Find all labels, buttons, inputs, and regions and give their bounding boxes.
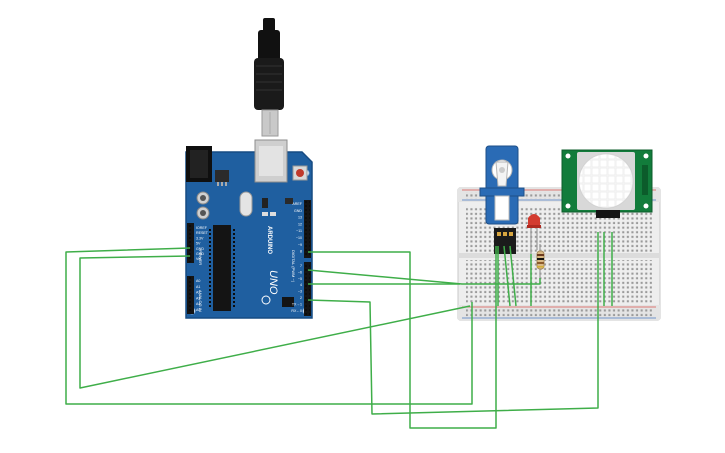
arduino-brand-label: ARDUINO bbox=[266, 226, 272, 254]
digital-header-bottom[interactable] bbox=[304, 262, 311, 316]
digital-header-top[interactable] bbox=[304, 200, 311, 258]
analog-header[interactable] bbox=[187, 276, 194, 314]
pin-label: A1 bbox=[196, 285, 200, 289]
red-led-icon[interactable] bbox=[527, 214, 541, 254]
wire-5v[interactable] bbox=[65, 247, 473, 405]
pin-label: ~6 bbox=[298, 270, 302, 274]
pin-label: A2 bbox=[196, 291, 200, 295]
voltage-regulator bbox=[215, 170, 229, 182]
wire-group bbox=[65, 232, 613, 429]
pin-label: GND bbox=[196, 247, 204, 251]
micro-servo-icon[interactable] bbox=[479, 145, 525, 254]
pin-label: ~9 bbox=[298, 243, 302, 247]
atmega-chip-icon bbox=[209, 225, 235, 311]
pin-label: 8 bbox=[300, 250, 302, 254]
pin-label: A0 bbox=[196, 279, 200, 283]
pin-label: ~10 bbox=[296, 236, 302, 240]
pin-label: A4 bbox=[196, 302, 200, 306]
pin-label: 7 bbox=[300, 264, 302, 268]
pin-label: A3 bbox=[196, 296, 200, 300]
reset-button-icon[interactable] bbox=[292, 165, 308, 181]
pin-label: GND bbox=[196, 252, 204, 256]
power-header[interactable] bbox=[187, 223, 194, 263]
wire-pin9[interactable] bbox=[308, 246, 497, 429]
arduino-model-label: UNO bbox=[267, 270, 279, 295]
pin-label: Vin bbox=[196, 257, 201, 261]
pin-label: 13 bbox=[298, 216, 302, 220]
pin-label: ~11 bbox=[296, 229, 302, 233]
jumper-servo-3[interactable] bbox=[509, 245, 517, 307]
crystal bbox=[239, 191, 253, 217]
wire-pin7[interactable] bbox=[307, 269, 541, 285]
pir-motion-sensor-icon[interactable] bbox=[561, 149, 653, 218]
pin-label: ~3 bbox=[298, 290, 302, 294]
pin-label: A5 bbox=[196, 308, 200, 312]
jumper-servo-2[interactable] bbox=[503, 245, 511, 307]
wire-gnd[interactable] bbox=[79, 255, 471, 389]
pin-label: ~5 bbox=[298, 277, 302, 281]
digital-pwm-label: DIGITAL (PWM ~) bbox=[291, 250, 296, 283]
resistor-icon[interactable] bbox=[536, 244, 545, 278]
pin-label: IOREF bbox=[196, 226, 208, 230]
pin-label: 12 bbox=[298, 222, 302, 226]
power-label: POWER bbox=[198, 250, 203, 265]
pin-label: 3.3V bbox=[196, 236, 204, 240]
usb-cable-icon[interactable] bbox=[254, 18, 284, 137]
infinity-logo-icon bbox=[261, 295, 271, 305]
pin-label: RX←0 bbox=[291, 309, 302, 313]
pin-label: AREF bbox=[292, 202, 302, 206]
pin-label: 4 bbox=[300, 283, 302, 287]
pin-label: RESET bbox=[196, 231, 209, 235]
pin-label: 2 bbox=[300, 296, 302, 300]
pin-label: 5V bbox=[196, 242, 201, 246]
pin-label: TX→1 bbox=[292, 302, 302, 306]
pin-label: GND bbox=[294, 209, 302, 213]
wire-pin2[interactable] bbox=[307, 232, 599, 415]
analog-in-label: ANALOG IN bbox=[198, 290, 203, 312]
